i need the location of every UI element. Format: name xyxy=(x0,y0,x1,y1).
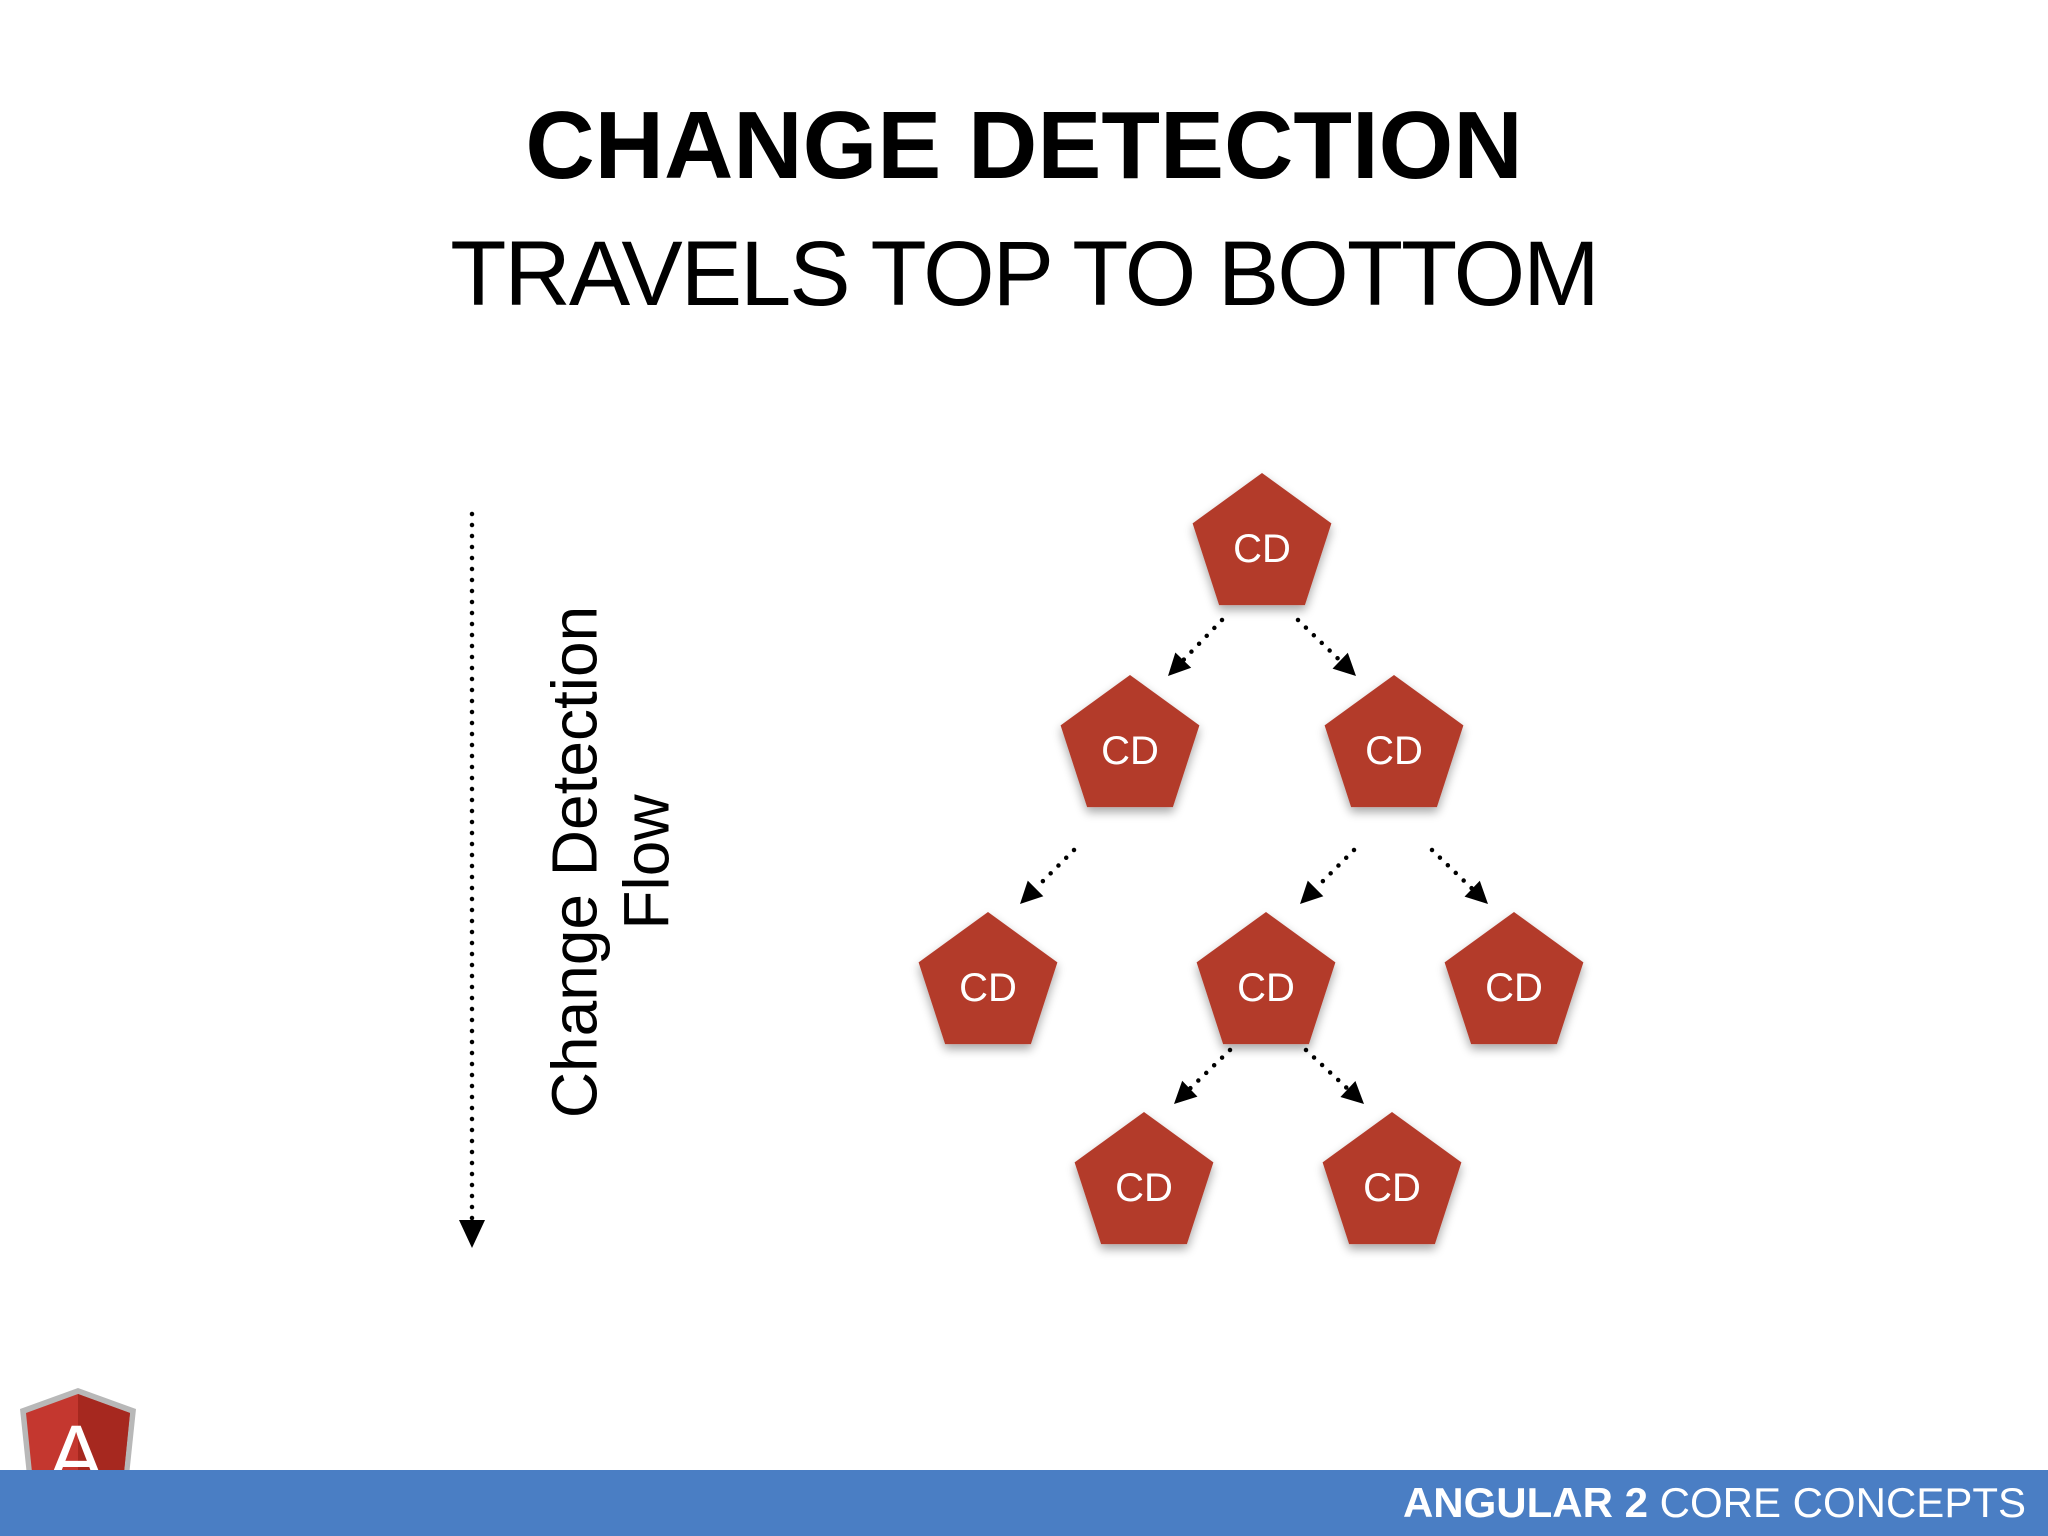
cd-node: CD xyxy=(1074,1112,1214,1245)
cd-node-pentagon xyxy=(1196,912,1336,1045)
cd-node: CD xyxy=(1324,675,1464,808)
tree-edge-arrow xyxy=(1300,847,1357,904)
cd-node-label: CD xyxy=(1485,966,1543,1010)
flow-arrow xyxy=(459,511,485,1248)
cd-node-pentagon xyxy=(1444,912,1584,1045)
tree-edge-arrow xyxy=(1429,847,1488,904)
cd-node: CD xyxy=(1196,912,1336,1045)
tree-edge-arrow xyxy=(1020,847,1077,904)
tree-nodes: CD CD CD CD CD CD CD CD xyxy=(918,473,1584,1245)
cd-node-label: CD xyxy=(1363,1166,1421,1210)
cd-node-label: CD xyxy=(1101,729,1159,773)
cd-node-label: CD xyxy=(1115,1166,1173,1210)
footer-bar: ANGULAR 2 CORE CONCEPTS xyxy=(0,1470,2048,1536)
cd-node-pentagon xyxy=(918,912,1058,1045)
tree-edge-arrow xyxy=(1295,617,1356,676)
cd-node: CD xyxy=(1192,473,1332,606)
cd-node-pentagon xyxy=(1192,473,1332,606)
cd-node-pentagon xyxy=(1074,1112,1214,1245)
cd-node: CD xyxy=(1322,1112,1462,1245)
cd-node-label: CD xyxy=(1237,966,1295,1010)
cd-node: CD xyxy=(1060,675,1200,808)
tree-edges xyxy=(1020,617,1488,1104)
footer-title: ANGULAR 2 CORE CONCEPTS xyxy=(1402,1479,2026,1526)
cd-node-pentagon xyxy=(1324,675,1464,808)
slide-title: CHANGE DETECTION xyxy=(525,92,1523,199)
cd-node-pentagon xyxy=(1060,675,1200,808)
footer-title-strong: ANGULAR 2 xyxy=(1402,1479,1648,1526)
cd-node: CD xyxy=(918,912,1058,1045)
cd-node: CD xyxy=(1444,912,1584,1045)
footer-title-light: CORE CONCEPTS xyxy=(1659,1479,2026,1526)
cd-node-label: CD xyxy=(959,966,1017,1010)
tree-edge-arrow xyxy=(1168,617,1225,676)
tree-edge-arrow xyxy=(1174,1047,1233,1104)
slide-subtitle: TRAVELS TOP TO BOTTOM xyxy=(450,223,1600,325)
cd-node-label: CD xyxy=(1365,729,1423,773)
cd-node-label: CD xyxy=(1233,527,1291,571)
cd-node-pentagon xyxy=(1322,1112,1462,1245)
tree-edge-arrow xyxy=(1303,1047,1364,1104)
